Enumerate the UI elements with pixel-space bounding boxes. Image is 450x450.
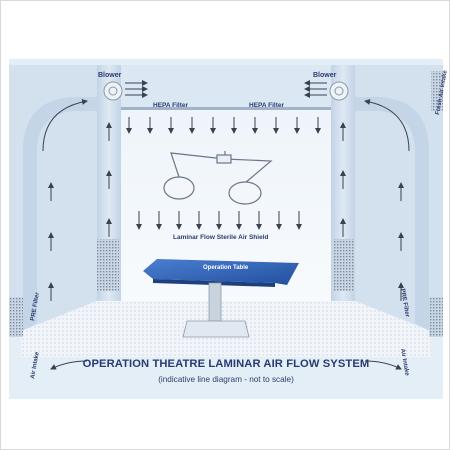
- hepa-filter-right-label: HEPA Filter: [249, 102, 285, 109]
- return-air-curve-arrow: [364, 98, 410, 152]
- air-intake-right-grille: [429, 297, 443, 337]
- return-air-curve-arrow: [42, 98, 88, 152]
- diagram-title: OPERATION THEATRE LAMINAR AIR FLOW SYSTE…: [82, 358, 370, 370]
- intake-arrow: [50, 360, 88, 370]
- operation-table-icon: [143, 259, 299, 338]
- blower-right-label: Blower: [313, 72, 337, 79]
- pre-filter-right-label: PRE Filter: [399, 288, 410, 318]
- air-intake-left-grille: [9, 297, 23, 337]
- blower-left-label: Blower: [98, 72, 122, 79]
- pre-filter-left-label: PRE Filter: [30, 291, 41, 321]
- diagram-subtitle: (indicative line diagram - not to scale): [158, 375, 294, 384]
- hepa-filter-left-label: HEPA Filter: [153, 102, 189, 109]
- air-intake-left-label: Air Intake: [30, 351, 41, 380]
- sterile-air-shield-label: Laminar Flow Sterile Air Shield: [173, 234, 269, 241]
- room-structure: [9, 65, 443, 357]
- blower-left-icon: [103, 81, 123, 101]
- pre-filter-right-grille: [333, 239, 355, 291]
- intake-arrow: [364, 360, 402, 370]
- pre-filter-left-grille: [97, 239, 119, 291]
- operation-table-label: Operation Table: [203, 265, 249, 271]
- fresh-air-grille: [431, 71, 443, 111]
- air-flow-arrows: [42, 80, 410, 370]
- operation-lamp-icon: [163, 151, 273, 205]
- air-intake-right-label: Air Intake: [399, 348, 410, 377]
- blower-right-icon: [329, 81, 349, 101]
